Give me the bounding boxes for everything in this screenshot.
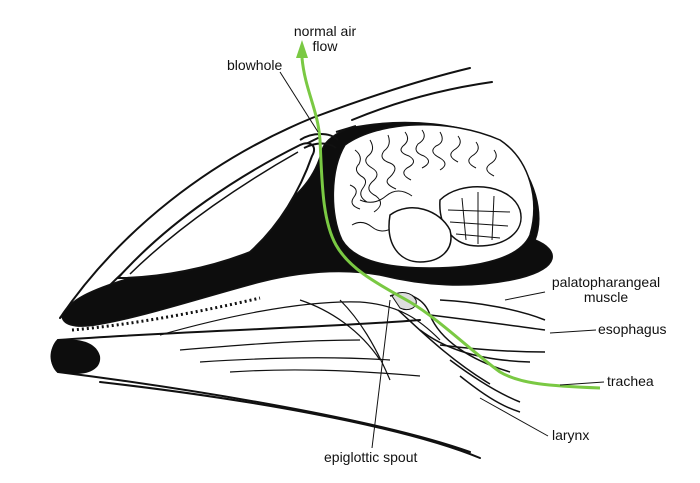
larynx-leader <box>479 397 549 437</box>
epiglottic-leader <box>371 299 391 449</box>
label-trachea: trachea <box>607 373 654 389</box>
lower-jaw <box>51 319 481 459</box>
air-flow-path <box>296 40 601 390</box>
label-palatopharangeal-muscle: palatopharangeal muscle <box>551 274 661 305</box>
teeth-row <box>71 296 261 332</box>
nasal-sac <box>115 142 316 280</box>
blowhole-leader <box>279 71 319 133</box>
label-larynx: larynx <box>552 427 590 443</box>
larynx-structure <box>389 293 546 413</box>
label-blowhole: blowhole <box>227 57 283 73</box>
jaw-tip <box>50 339 101 375</box>
leader-lines <box>279 71 605 449</box>
nasal-sac-inner <box>129 151 299 275</box>
palatopharangeal-leader <box>504 291 546 301</box>
trachea-leader <box>559 381 605 386</box>
label-normal-air-flow: normal air flow <box>293 23 357 54</box>
brain <box>332 124 535 269</box>
pharynx-tissue <box>159 299 441 381</box>
label-esophagus: esophagus <box>598 321 667 337</box>
air-flow-arrowhead <box>296 40 308 58</box>
esophagus-leader <box>549 329 597 334</box>
label-epiglottic-spout: epiglottic spout <box>324 449 418 465</box>
